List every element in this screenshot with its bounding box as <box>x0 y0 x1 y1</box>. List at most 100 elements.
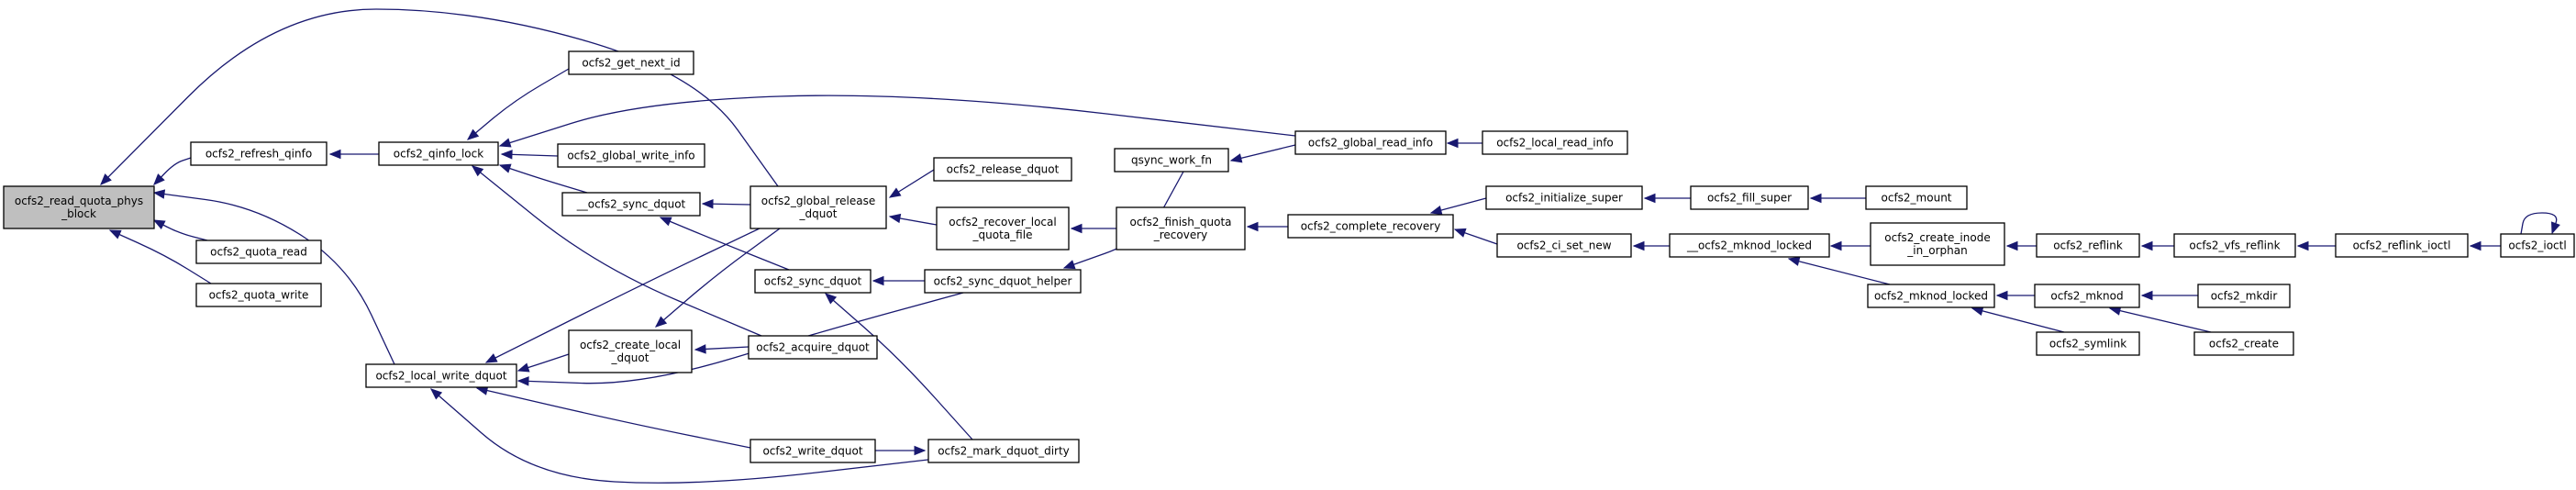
edge-__mknod_locked-to-ci_set_new <box>1632 240 1670 251</box>
arrowhead-icon <box>1995 290 2008 301</box>
node-ioctl[interactable]: ocfs2_ioctl <box>2500 233 2575 258</box>
edge-line <box>430 388 937 484</box>
node-box <box>749 439 876 463</box>
node-box <box>1287 214 1454 239</box>
node-refresh-qinfo[interactable]: ocfs2_refresh_qinfo <box>190 141 328 166</box>
node-label: ocfs2_local_read_info <box>1496 137 1614 150</box>
edge-mark_dquot_dirty-to-local_write_dquot <box>430 388 937 484</box>
node---sync-dquot[interactable]: __ocfs2_sync_dquot <box>561 192 701 217</box>
node-create-inode-in-orphan[interactable]: ocfs2_create_inode_in_orphan <box>1870 222 2005 266</box>
node-symlink[interactable]: ocfs2_symlink <box>2036 331 2140 356</box>
node-label: ocfs2_qinfo_lock <box>394 148 483 161</box>
node-box <box>190 141 328 166</box>
node-label: ocfs2_write_dquot <box>762 445 862 458</box>
edge-line <box>2520 212 2558 235</box>
edge-finish_quota_recovery-to-recover_local_quota_file <box>1070 223 1116 234</box>
arrowhead-icon <box>152 189 166 199</box>
node-box <box>561 192 701 217</box>
node-box <box>1294 130 1447 155</box>
node-sync-dquot[interactable]: ocfs2_sync_dquot <box>754 269 872 294</box>
node-fill-super[interactable]: ocfs2_fill_super <box>1690 185 1809 210</box>
node-mknod-locked[interactable]: ocfs2_mknod_locked <box>1867 284 1995 308</box>
node-box <box>2036 331 2140 356</box>
node-label: ocfs2_sync_dquot_helper <box>934 275 1072 288</box>
node---mknod-locked[interactable]: __ocfs2_mknod_locked <box>1669 233 1830 258</box>
node-write-dquot[interactable]: ocfs2_write_dquot <box>749 439 876 463</box>
node-box <box>749 185 887 229</box>
node-qinfo-lock[interactable]: ocfs2_qinfo_lock <box>378 141 499 166</box>
arrowhead-icon <box>1070 223 1083 234</box>
node-ci-set-new[interactable]: ocfs2_ci_set_new <box>1496 233 1632 258</box>
arrowhead-icon <box>1446 138 1459 149</box>
arrowhead-icon <box>2140 290 2153 301</box>
node-box <box>933 157 1072 182</box>
node-label: __ocfs2_sync_dquot <box>576 198 686 211</box>
node-label: ocfs2_global_write_info <box>567 150 694 162</box>
node-label: ocfs2_vfs_reflink <box>2189 239 2280 252</box>
edge-line <box>109 229 212 284</box>
node-qsync-work-fn[interactable]: qsync_work_fn <box>1114 148 1229 173</box>
node-local-read-info[interactable]: ocfs2_local_read_info <box>1482 130 1628 155</box>
node-global-release-dquot[interactable]: ocfs2_global_release_dquot <box>749 185 887 229</box>
node-reflink[interactable]: ocfs2_reflink <box>2036 233 2140 258</box>
edge-global_release_dquot-to-read_quota_phys_block <box>100 8 779 187</box>
node-sync-dquot-helper[interactable]: ocfs2_sync_dquot_helper <box>924 269 1082 294</box>
node-box <box>3 185 155 229</box>
node-mknod[interactable]: ocfs2_mknod <box>2034 284 2140 308</box>
node-finish-quota-recovery[interactable]: ocfs2_finish_quota_recovery <box>1116 206 1246 251</box>
edge-line <box>825 293 973 440</box>
edge-recover_local_quota_file-to-global_release_dquot <box>888 213 938 226</box>
node-label: ocfs2_global_release <box>761 195 875 207</box>
node-label: _dquot <box>799 207 838 220</box>
edge-write_dquot-to-local_write_dquot <box>475 385 751 449</box>
arrowhead-icon <box>2469 240 2482 251</box>
node-global-write-info[interactable]: ocfs2_global_write_info <box>557 143 705 168</box>
node-mount[interactable]: ocfs2_mount <box>1865 185 1968 210</box>
edge-quota_write-to-read_quota_phys_block <box>108 229 212 284</box>
node-quota-write[interactable]: ocfs2_quota_write <box>195 283 322 307</box>
node-label: ocfs2_finish_quota <box>1129 216 1231 228</box>
node-box <box>2197 284 2291 308</box>
arrowhead-icon <box>153 173 165 185</box>
arrowhead-icon <box>888 213 902 224</box>
node-get-next-id[interactable]: ocfs2_get_next_id <box>568 50 694 75</box>
arrowhead-icon <box>825 293 838 305</box>
node-reflink-ioctl[interactable]: ocfs2_reflink_ioctl <box>2335 233 2469 258</box>
node-box <box>754 269 872 294</box>
node-acquire-dquot[interactable]: ocfs2_acquire_dquot <box>748 335 878 360</box>
arrowhead-icon <box>100 173 112 185</box>
edge-line <box>467 68 570 140</box>
node-initialize-super[interactable]: ocfs2_initialize_super <box>1485 185 1643 210</box>
node-label: ocfs2_reflink <box>2053 239 2123 252</box>
edge-__sync_dquot-to-qinfo_lock <box>498 163 588 194</box>
node-vfs-reflink[interactable]: ocfs2_vfs_reflink <box>2173 233 2296 258</box>
node-release-dquot[interactable]: ocfs2_release_dquot <box>933 157 1072 182</box>
arrowhead-icon <box>872 275 884 286</box>
edge-mknod-to-mknod_locked <box>1995 290 2035 301</box>
node-local-write-dquot[interactable]: ocfs2_local_write_dquot <box>365 363 517 388</box>
node-create-local-dquot[interactable]: ocfs2_create_local_dquot <box>568 329 693 373</box>
node-quota-read[interactable]: ocfs2_quota_read <box>195 239 322 264</box>
node-recover-local-quota-file[interactable]: ocfs2_recover_local_quota_file <box>936 206 1070 251</box>
edge-line <box>476 387 751 449</box>
arrowhead-icon <box>1246 221 1259 232</box>
node-label: ocfs2_mark_dquot_dirty <box>938 445 1070 458</box>
edge-line <box>517 353 570 372</box>
node-box <box>1870 222 2005 266</box>
node-complete-recovery[interactable]: ocfs2_complete_recovery <box>1287 214 1454 239</box>
node-mkdir[interactable]: ocfs2_mkdir <box>2197 284 2291 308</box>
edge-local_read_info-to-global_read_info <box>1446 138 1482 149</box>
node-label: ocfs2_create <box>2209 338 2279 351</box>
nodes: ocfs2_read_quota_phys_block ocfs2_refresh… <box>3 50 2575 463</box>
edge-global_release_dquot-to-local_write_dquot <box>484 227 762 363</box>
arrowhead-icon <box>1429 205 1443 216</box>
arrowhead-icon <box>1643 193 1656 204</box>
node-box <box>2173 233 2296 258</box>
node-mark-dquot-dirty[interactable]: ocfs2_mark_dquot_dirty <box>927 439 1080 463</box>
node-read-quota-phys-block[interactable]: ocfs2_read_quota_phys_block <box>3 185 155 229</box>
node-create[interactable]: ocfs2_create <box>2193 331 2294 356</box>
node-global-read-info[interactable]: ocfs2_global_read_info <box>1294 130 1447 155</box>
arrowhead-icon <box>516 362 530 373</box>
arrowhead-icon <box>1062 260 1076 270</box>
node-label: ocfs2_release_dquot <box>947 163 1060 176</box>
